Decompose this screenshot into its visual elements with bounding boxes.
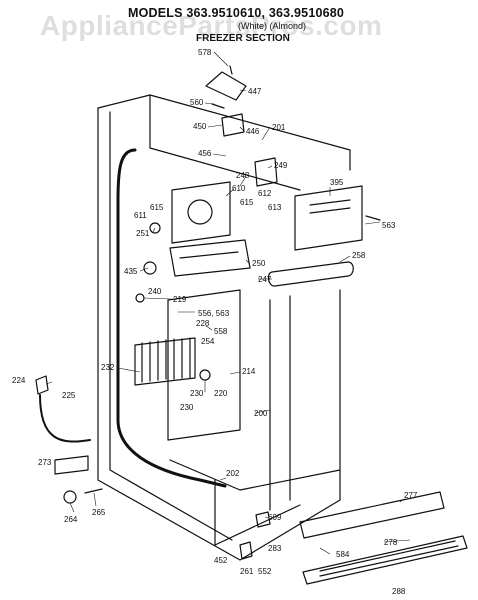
callout-556-563: 556, 563 xyxy=(198,309,230,318)
callout-615-a: 615 xyxy=(150,203,164,212)
trim-strip xyxy=(267,261,354,287)
damper xyxy=(254,157,278,187)
callout-450: 450 xyxy=(193,122,207,131)
fan-motor xyxy=(187,199,213,225)
knob xyxy=(199,369,211,381)
callout-214: 214 xyxy=(242,367,256,376)
callout-251: 251 xyxy=(136,229,150,238)
callout-288: 288 xyxy=(392,587,406,596)
cabinet-inner-left xyxy=(109,111,233,541)
callout-558: 558 xyxy=(214,327,228,336)
callout-261: 261 xyxy=(240,567,254,576)
callout-613: 613 xyxy=(268,203,282,212)
fan-bracket xyxy=(171,181,231,244)
evaporator-cover xyxy=(167,289,241,441)
callout-584: 584 xyxy=(336,550,350,559)
callout-254: 254 xyxy=(201,337,215,346)
callout-219: 219 xyxy=(173,295,187,304)
callout-283: 283 xyxy=(268,544,282,553)
callout-224: 224 xyxy=(12,376,26,385)
pin xyxy=(84,488,103,494)
callout-220: 220 xyxy=(214,389,228,398)
diagram-title: MODELS 363.9510610, 363.9510680 xyxy=(128,6,345,20)
toe-grille xyxy=(302,535,468,585)
watermark: AppliancePartsPros.com xyxy=(40,10,383,41)
callout-249: 249 xyxy=(274,161,288,170)
screw-560 xyxy=(211,103,225,109)
callout-200: 200 xyxy=(254,409,268,418)
callout-612: 612 xyxy=(258,189,272,198)
callout-609: 609 xyxy=(268,513,282,522)
callout-395: 395 xyxy=(330,178,344,187)
callout-447: 447 xyxy=(248,87,262,96)
liner-gasket xyxy=(116,148,227,488)
freezer-floor xyxy=(169,459,341,491)
callout-452: 452 xyxy=(214,556,228,565)
callout-230-a: 230 xyxy=(190,389,204,398)
callout-250: 250 xyxy=(252,259,266,268)
callout-232: 232 xyxy=(101,363,115,372)
drain-tube xyxy=(39,394,91,443)
callout-435: 435 xyxy=(124,267,138,276)
callout-264: 264 xyxy=(64,515,78,524)
callout-563: 563 xyxy=(382,221,396,230)
cap-part xyxy=(205,71,247,101)
lamp xyxy=(149,222,161,234)
callout-247: 247 xyxy=(258,275,272,284)
callout-456: 456 xyxy=(198,149,212,158)
thermostat xyxy=(221,113,245,137)
clip xyxy=(239,541,253,560)
grommet xyxy=(63,490,77,504)
cabinet-back-top xyxy=(149,94,301,191)
callout-611: 611 xyxy=(134,211,147,220)
control-housing xyxy=(294,185,363,251)
callout-615-b: 615 xyxy=(240,198,254,207)
screw xyxy=(143,261,157,275)
switch xyxy=(255,511,271,528)
section-label: FREEZER SECTION xyxy=(196,33,290,44)
cabinet-left-wall xyxy=(97,107,341,561)
cabinet-bottom xyxy=(214,479,301,546)
callout-248: 248 xyxy=(236,171,250,180)
bottom-rail xyxy=(299,491,445,539)
callout-552: 552 xyxy=(258,567,272,576)
callout-240: 240 xyxy=(148,287,162,296)
callout-258: 258 xyxy=(352,251,366,260)
screw-578 xyxy=(229,65,233,75)
diagram-subtitle: (White) (Almond) xyxy=(238,21,307,31)
callout-610: 610 xyxy=(232,184,246,193)
connector xyxy=(135,293,145,303)
screw-563 xyxy=(365,215,381,221)
callout-278: 278 xyxy=(384,538,398,547)
callout-228: 228 xyxy=(196,319,210,328)
evaporator-coils xyxy=(134,337,196,386)
bracket xyxy=(54,455,89,475)
callout-560: 560 xyxy=(190,98,204,107)
cabinet-top-edge xyxy=(97,94,351,171)
callout-202: 202 xyxy=(226,469,240,478)
terminal xyxy=(35,375,49,395)
callout-273: 273 xyxy=(38,458,52,467)
callout-265: 265 xyxy=(92,508,106,517)
callout-277: 277 xyxy=(404,491,418,500)
callout-578: 578 xyxy=(198,48,212,57)
callout-201: 201 xyxy=(272,123,286,132)
air-duct xyxy=(169,239,251,277)
callout-230-b: 230 xyxy=(180,403,194,412)
callout-225: 225 xyxy=(62,391,76,400)
callout-446: 446 xyxy=(246,127,260,136)
